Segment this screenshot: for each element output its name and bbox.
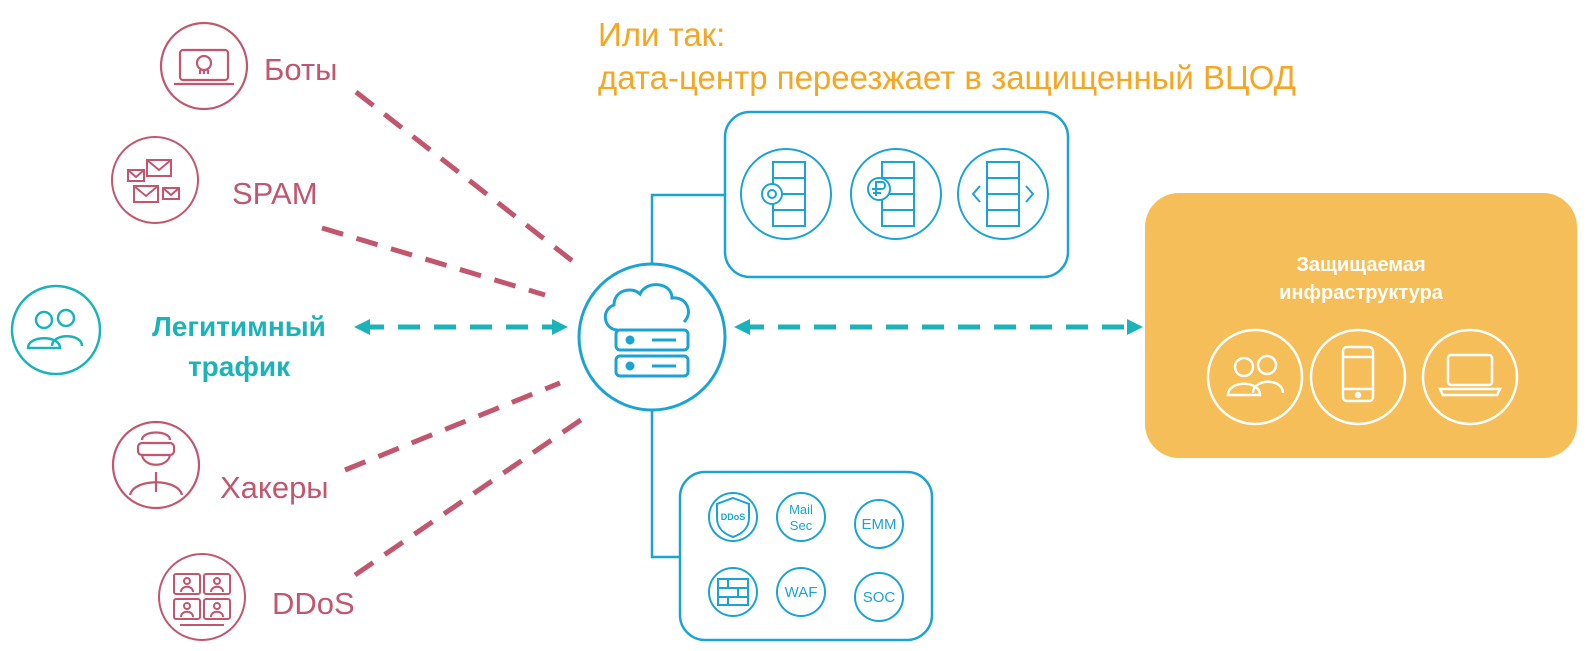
hackers-icon xyxy=(111,420,201,510)
mail-sec-label-line2: Sec xyxy=(790,518,813,533)
spam-connector xyxy=(321,225,546,298)
legit-label-line2: трафик xyxy=(187,351,291,382)
emm-label: EMM xyxy=(862,516,897,533)
spam-label: SPAM xyxy=(232,176,318,211)
infrastructure-title: Защищаемая инфраструктура xyxy=(1145,251,1577,307)
infra-users-icon xyxy=(1206,328,1304,426)
legit-label-line1: Легитимный xyxy=(152,311,326,342)
hub-cloud-server-icon xyxy=(577,262,727,412)
infra-smartphone-icon xyxy=(1309,328,1407,426)
server-code-icon xyxy=(957,148,1049,240)
firewall-circle xyxy=(708,567,758,617)
infrastructure-title-line1: Защищаемая xyxy=(1296,254,1426,276)
emm-circle xyxy=(854,499,904,549)
infra-laptop-icon xyxy=(1421,328,1519,426)
soc-circle xyxy=(854,572,904,622)
mail-sec-label-line1: Mail xyxy=(789,502,813,517)
security-services-box: DDoS Mail Sec EMM WAF SOC xyxy=(678,470,934,642)
infrastructure-title-line2: инфраструктура xyxy=(1279,282,1443,304)
protected-infrastructure-box: Защищаемая инфраструктура xyxy=(1145,193,1577,458)
mail-sec-circle xyxy=(776,492,826,542)
firewall-icon xyxy=(717,578,749,606)
servers-box xyxy=(723,110,1070,279)
hub-branches xyxy=(650,193,725,559)
server-gear-icon xyxy=(740,148,832,240)
legit-label: Легитимный трафик xyxy=(120,307,358,387)
soc-label: SOC xyxy=(863,589,896,606)
threat-connectors xyxy=(321,90,590,578)
hackers-connector xyxy=(344,380,561,473)
hackers-label: Хакеры xyxy=(220,470,329,505)
ddos-shield-label: DDoS xyxy=(721,512,746,522)
ddos-shield-circle xyxy=(708,492,758,542)
waf-circle xyxy=(776,567,826,617)
infrastructure-icons xyxy=(1206,328,1519,426)
bots-label: Боты xyxy=(264,52,338,87)
ddos-icon xyxy=(158,553,246,641)
legit-users-icon xyxy=(10,284,102,376)
ddos-connector xyxy=(353,412,590,578)
spam-icon xyxy=(111,136,199,224)
server-ruble-icon xyxy=(850,148,942,240)
bots-connector xyxy=(354,90,577,265)
title-line2: дата-центр переезжает в защищенный ВЦОД xyxy=(598,59,1297,96)
bots-icon xyxy=(159,21,249,111)
waf-label: WAF xyxy=(785,584,818,601)
title-line1: Или так: xyxy=(598,16,726,53)
ddos-label: DDoS xyxy=(272,586,355,621)
shield-icon xyxy=(716,496,750,539)
